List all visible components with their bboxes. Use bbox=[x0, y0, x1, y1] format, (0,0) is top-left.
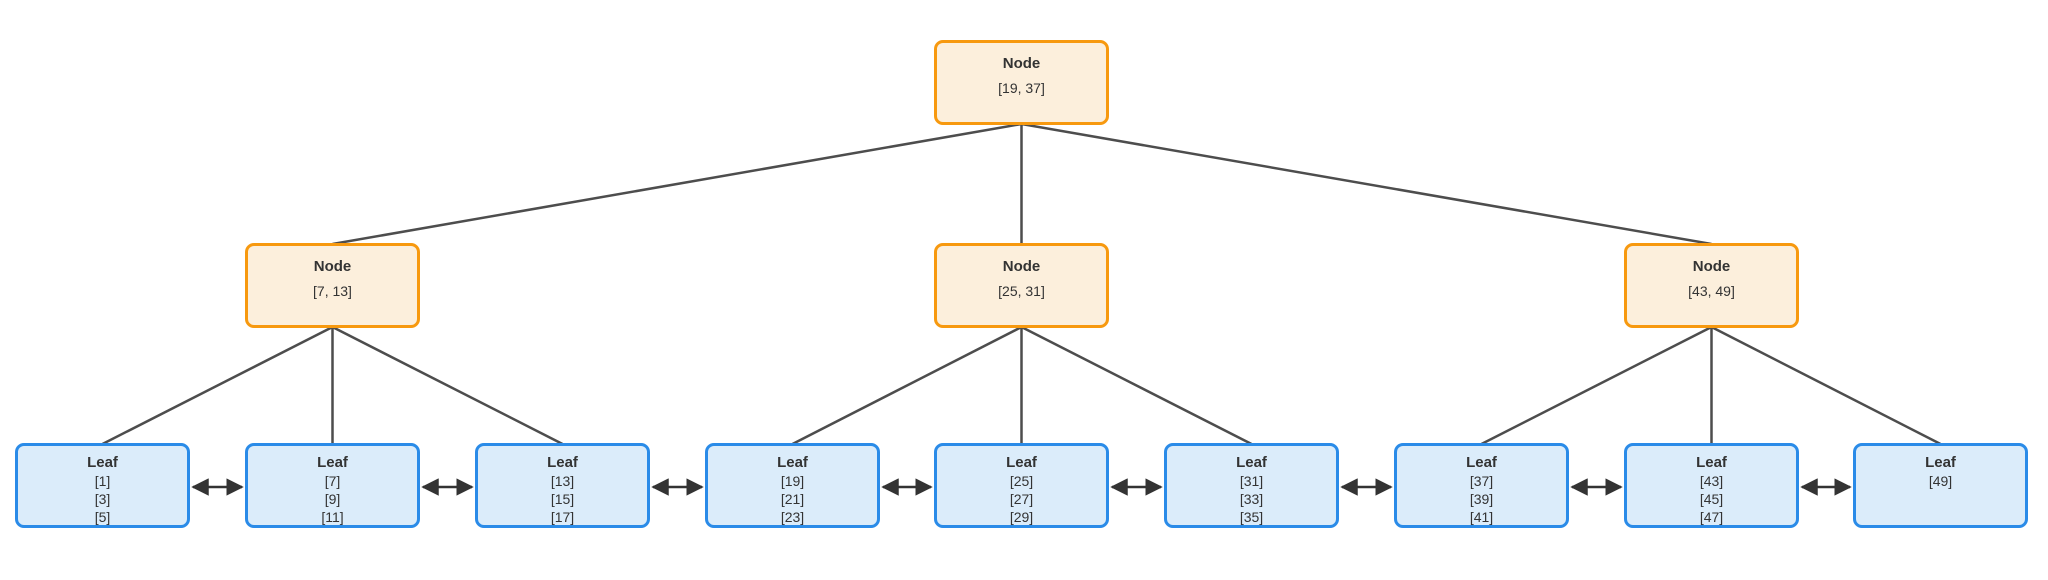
leaf-value: [23] bbox=[780, 509, 805, 525]
leaf-value: [49] bbox=[1928, 473, 1953, 489]
node-title: Leaf bbox=[317, 454, 348, 471]
leaf-value: [27] bbox=[1009, 491, 1034, 507]
node-title: Node bbox=[1002, 55, 1041, 72]
leaf-value: [7] bbox=[324, 473, 341, 489]
leaf-value: [37] bbox=[1469, 473, 1494, 489]
leaf-value: [15] bbox=[550, 491, 575, 507]
leaf-value: [35] bbox=[1239, 509, 1264, 525]
leaf-value: [29] bbox=[1009, 509, 1034, 525]
node-keys: [25, 31] bbox=[998, 283, 1045, 299]
node-title: Node bbox=[1692, 258, 1731, 275]
leaf-node-7: Leaf [37] [39] [41] bbox=[1394, 443, 1569, 528]
leaf-value: [47] bbox=[1699, 509, 1724, 525]
leaf-value: [13] bbox=[550, 473, 575, 489]
leaf-value: [39] bbox=[1469, 491, 1494, 507]
leaf-value: [11] bbox=[321, 509, 344, 525]
leaf-value: [31] bbox=[1239, 473, 1264, 489]
internal-node-3: Node [43, 49] bbox=[1624, 243, 1799, 328]
edge-internal1-leaf3 bbox=[331, 325, 564, 446]
edge-root-internal-1 bbox=[332, 122, 1022, 246]
node-title: Node bbox=[313, 258, 352, 275]
leaf-value: [3] bbox=[94, 491, 111, 507]
node-keys: [43, 49] bbox=[1688, 283, 1735, 299]
leaf-node-6: Leaf [31] [33] [35] bbox=[1164, 443, 1339, 528]
leaf-value: [41] bbox=[1469, 509, 1494, 525]
leaf-value: [5] bbox=[94, 509, 111, 525]
node-title: Leaf bbox=[1696, 454, 1727, 471]
edge-internal3-leaf7 bbox=[1480, 325, 1713, 446]
leaf-value: [43] bbox=[1699, 473, 1724, 489]
leaf-node-4: Leaf [19] [21] [23] bbox=[705, 443, 880, 528]
leaf-value: [17] bbox=[550, 509, 575, 525]
edge-root-internal-3 bbox=[1021, 122, 1712, 246]
internal-node-1: Node [7, 13] bbox=[245, 243, 420, 328]
leaf-value: [9] bbox=[324, 491, 341, 507]
edge-internal2-leaf6 bbox=[1020, 325, 1253, 446]
internal-node-2: Node [25, 31] bbox=[934, 243, 1109, 328]
leaf-value: [25] bbox=[1009, 473, 1034, 489]
node-keys: [7, 13] bbox=[313, 283, 352, 299]
leaf-value: [33] bbox=[1239, 491, 1264, 507]
leaf-node-1: Leaf [1] [3] [5] bbox=[15, 443, 190, 528]
node-title: Leaf bbox=[1466, 454, 1497, 471]
leaf-value: [45] bbox=[1699, 491, 1724, 507]
leaf-value: [19] bbox=[780, 473, 805, 489]
edge-internal1-leaf1 bbox=[101, 325, 334, 446]
leaf-node-9: Leaf [49] bbox=[1853, 443, 2028, 528]
leaf-node-3: Leaf [13] [15] [17] bbox=[475, 443, 650, 528]
leaf-value: [21] bbox=[780, 491, 805, 507]
node-title: Leaf bbox=[1006, 454, 1037, 471]
edge-internal3-leaf9 bbox=[1710, 325, 1942, 446]
leaf-node-5: Leaf [25] [27] [29] bbox=[934, 443, 1109, 528]
root-node: Node [19, 37] bbox=[934, 40, 1109, 125]
leaf-node-2: Leaf [7] [9] [11] bbox=[245, 443, 420, 528]
node-title: Leaf bbox=[547, 454, 578, 471]
leaf-value: [1] bbox=[94, 473, 111, 489]
node-title: Leaf bbox=[1925, 454, 1956, 471]
node-keys: [19, 37] bbox=[998, 80, 1045, 96]
edge-internal2-leaf4 bbox=[791, 325, 1023, 446]
node-title: Leaf bbox=[777, 454, 808, 471]
node-title: Leaf bbox=[87, 454, 118, 471]
node-title: Node bbox=[1002, 258, 1041, 275]
leaf-node-8: Leaf [43] [45] [47] bbox=[1624, 443, 1799, 528]
node-title: Leaf bbox=[1236, 454, 1267, 471]
